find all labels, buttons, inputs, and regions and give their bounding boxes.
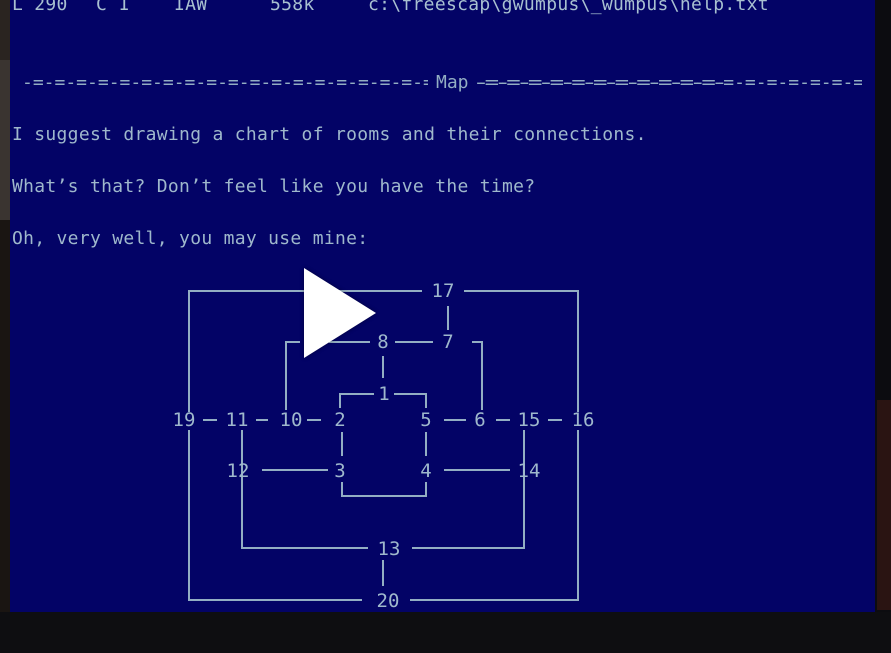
help-text-line: I suggest drawing a chart of rooms and t… xyxy=(12,124,647,145)
help-text-line: What’s that? Don’t feel like you have th… xyxy=(12,176,536,197)
map-connections xyxy=(188,290,579,601)
room-4: 4 xyxy=(420,460,431,482)
room-19: 19 xyxy=(173,409,196,431)
cave-map-diagram: 17 8 7 1 19 11 10 2 5 6 15 16 12 3 4 14 … xyxy=(173,280,595,612)
room-12: 12 xyxy=(227,460,250,482)
right-frame-edge xyxy=(875,0,891,653)
room-1: 1 xyxy=(378,383,389,405)
right-frame-block xyxy=(877,400,891,610)
room-3: 3 xyxy=(334,460,345,482)
room-8: 8 xyxy=(377,331,388,353)
room-6: 6 xyxy=(474,409,485,431)
status-memory: 558k xyxy=(270,0,315,15)
dos-screen: L 290 C 1 IAW 558k c:\freescap\gwumpus\_… xyxy=(10,0,875,612)
map-room-labels: 17 8 7 1 19 11 10 2 5 6 15 16 12 3 4 14 … xyxy=(173,280,595,612)
room-17: 17 xyxy=(432,280,455,302)
divider-dashes-right: -=-=-=-=-=-=-=-=-=-=-=-=-=-=-=-=-=-=-=-=… xyxy=(474,72,862,93)
room-2: 2 xyxy=(334,409,345,431)
section-title: Map xyxy=(428,72,477,94)
room-5: 5 xyxy=(420,409,431,431)
bottom-frame-edge xyxy=(0,612,891,653)
left-frame-edge xyxy=(0,0,10,653)
status-mode: IAW xyxy=(174,0,208,15)
room-13: 13 xyxy=(378,538,401,560)
left-frame-block xyxy=(0,0,10,60)
room-14: 14 xyxy=(518,460,541,482)
status-column-number: C 1 xyxy=(96,0,130,15)
play-icon[interactable] xyxy=(304,268,376,358)
room-7: 7 xyxy=(442,331,453,353)
divider-dashes-left: -=-=-=-=-=-=-=-=-=-=-=-=-=-=-=-=-=-=-=-=… xyxy=(22,72,727,93)
left-frame-block xyxy=(0,60,10,220)
room-10: 10 xyxy=(280,409,303,431)
room-20: 20 xyxy=(377,590,400,612)
help-text-line: Oh, very well, you may use mine: xyxy=(12,228,369,249)
room-16: 16 xyxy=(572,409,595,431)
room-11: 11 xyxy=(226,409,249,431)
status-line-number: L 290 xyxy=(12,0,68,15)
status-file-path: c:\freescap\gwumpus\_wumpus\help.txt xyxy=(368,0,769,15)
section-divider: -=-=-=-=-=-=-=-=-=-=-=-=-=-=-=-=-=-=-=-=… xyxy=(22,72,862,94)
room-15: 15 xyxy=(518,409,541,431)
